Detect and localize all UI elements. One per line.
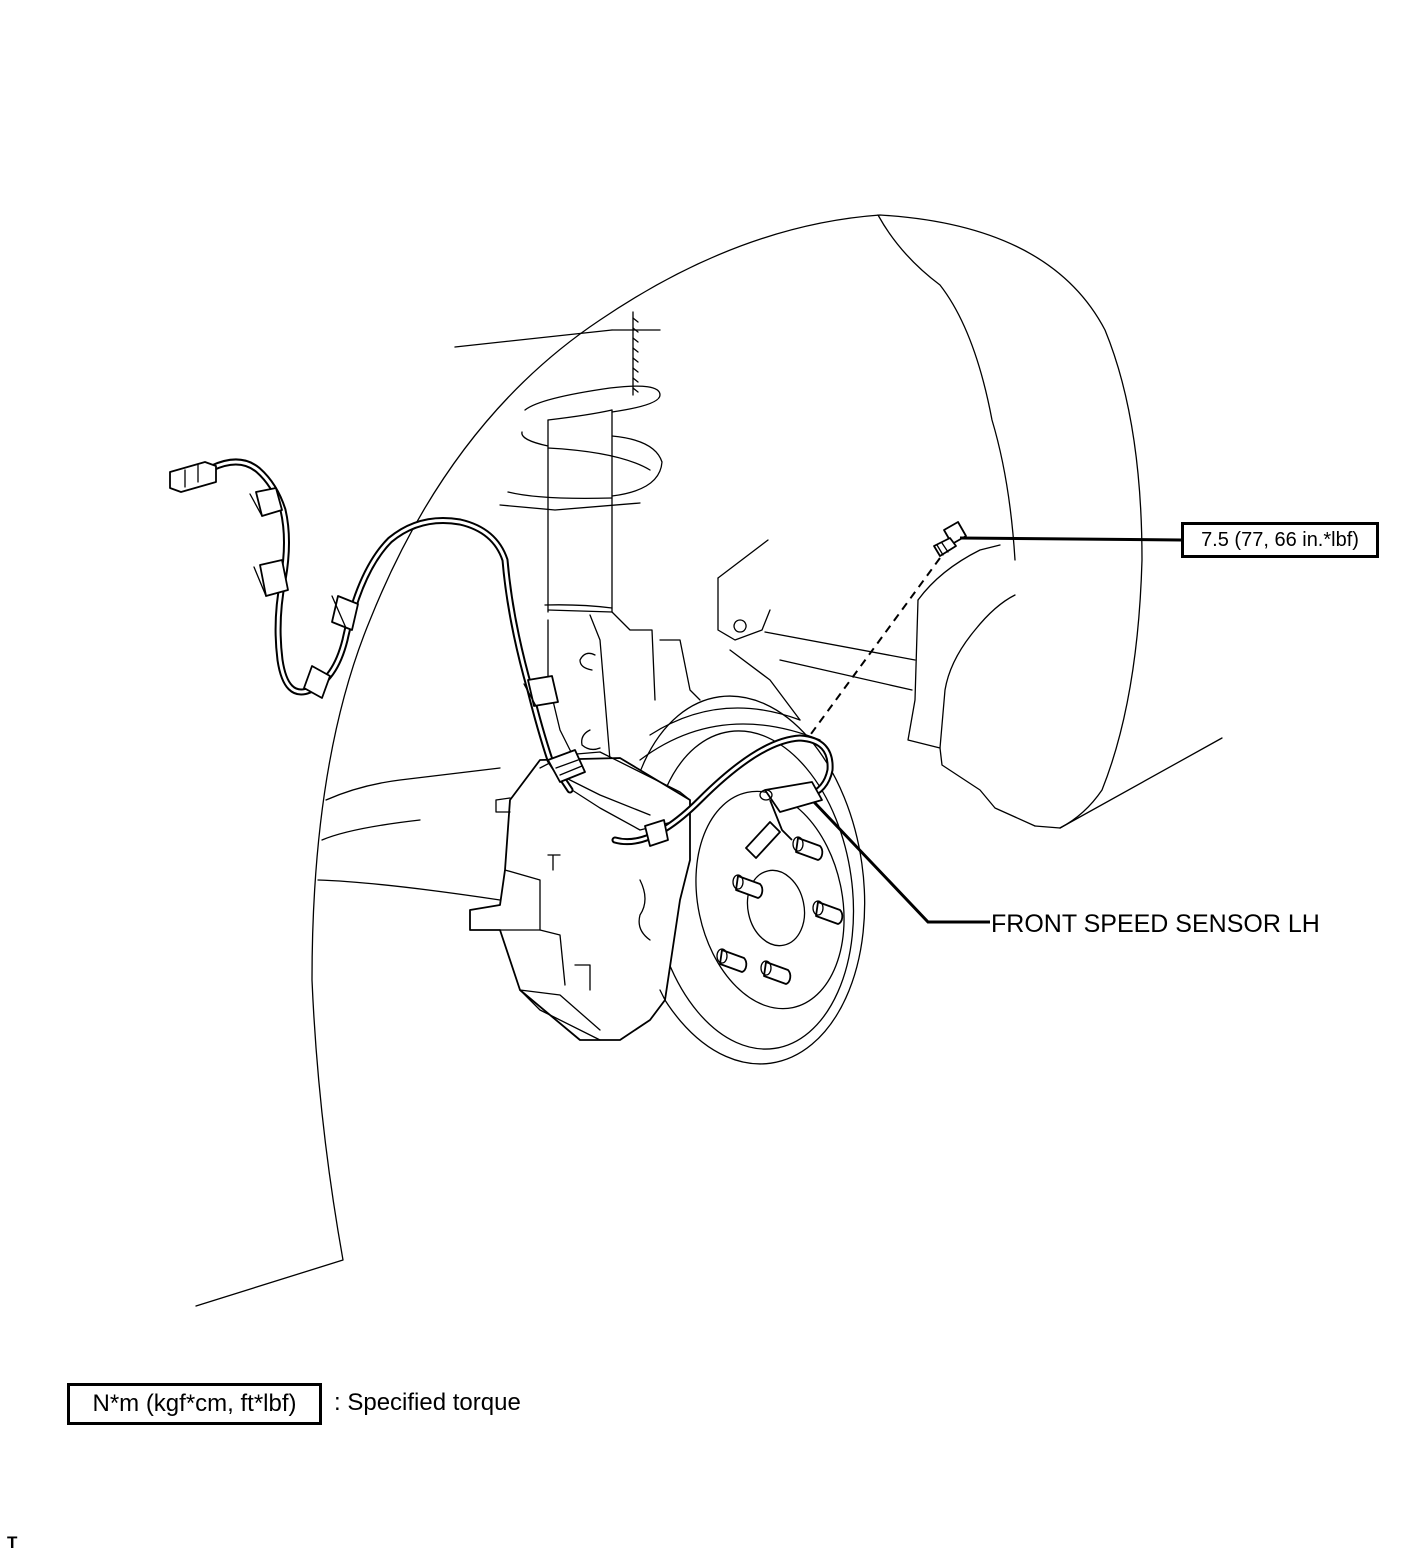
harness-clip (249, 487, 283, 517)
sensor-part-label: FRONT SPEED SENSOR LH (991, 910, 1320, 938)
speed-sensor-head (745, 781, 823, 859)
wheel-stud (812, 900, 844, 925)
upper-panel-edge (454, 329, 661, 348)
corner-code: T (7, 1533, 18, 1552)
wheel-hub (695, 790, 845, 1010)
brake-caliper (469, 751, 691, 1041)
wheel-stud (792, 836, 824, 861)
torque-leader-line (959, 536, 1182, 542)
harness-connector (169, 461, 217, 493)
wheel-stud (732, 874, 764, 899)
torque-unit-legend-box: N*m (kgf*cm, ft*lbf) (67, 1383, 322, 1425)
sensor-leader-line (812, 800, 990, 924)
harness-clip (547, 749, 586, 783)
wheel-stud (760, 960, 792, 985)
harness-clip (253, 559, 289, 597)
harness-clip (644, 819, 669, 847)
bolt-installation-guide-line (807, 557, 941, 739)
knuckle-and-arms (317, 539, 916, 901)
torque-spec-callout: 7.5 (77, 66 in.*lbf) (1181, 522, 1379, 558)
wheel-stud (716, 948, 748, 973)
harness-clip (523, 675, 559, 707)
harness-clip (331, 595, 359, 631)
fender-arch (195, 214, 1223, 1307)
harness-clip (303, 665, 331, 699)
torque-legend-description: : Specified torque (334, 1389, 521, 1416)
inner-fender-liner (907, 544, 1036, 827)
strut-and-spring (499, 311, 663, 613)
